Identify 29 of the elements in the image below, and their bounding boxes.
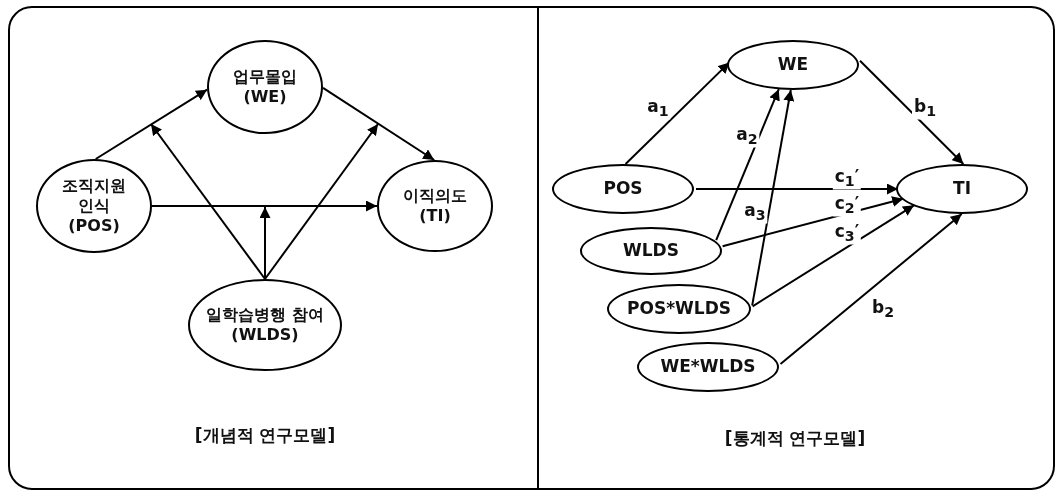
arrow (150, 123, 266, 280)
variable-ellipse: WLDS (580, 227, 722, 275)
variable-ellipse: WE*WLDS (637, 342, 779, 392)
variable-ellipse: 일학습병행 참여(WLDS) (188, 279, 342, 371)
arrow (94, 88, 209, 160)
panel-caption: [개념적 연구모델] (194, 423, 336, 447)
variable-ellipse: WE (727, 40, 859, 90)
panel (8, 6, 539, 490)
variable-ellipse: POS (552, 164, 694, 214)
variable-ellipse: 조직지원 인식 (POS) (36, 159, 152, 253)
arrow (779, 213, 963, 365)
variable-ellipse: 업무몰입 (WE) (207, 40, 323, 134)
variable-ellipse: POS*WLDS (607, 284, 751, 334)
arrow (751, 204, 915, 308)
arrow (715, 88, 780, 242)
path-label: c$_{3}$′ (832, 221, 862, 245)
variable-ellipse: TI (896, 164, 1028, 214)
path-label: c$_{1}$′ (832, 166, 862, 190)
panel-caption: [통계적 연구모델] (724, 426, 866, 450)
arrow (151, 200, 378, 212)
arrow (264, 123, 379, 280)
path-label: b$_{1}$ (912, 96, 938, 120)
arrow (751, 89, 795, 307)
path-label: c$_{2}$′ (832, 193, 862, 217)
panel (537, 6, 1055, 490)
arrow (322, 86, 436, 161)
variable-ellipse: 이직의도 (TI) (377, 160, 493, 252)
arrow (859, 59, 965, 165)
arrow (259, 206, 271, 280)
